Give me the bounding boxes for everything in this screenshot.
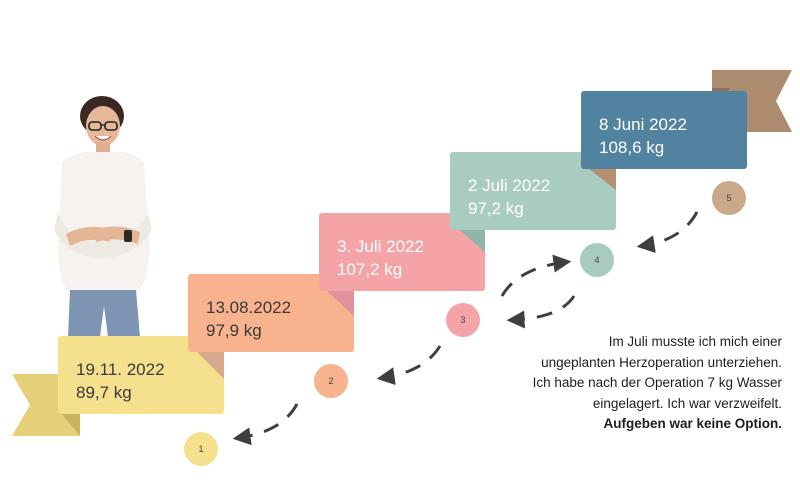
step-2-fold [326, 290, 354, 316]
step-4-weight: 97,2 kg [468, 199, 524, 218]
arrow-2-to-1 [232, 403, 299, 446]
caption-line-1: Im Juli musste ich mich einer [608, 334, 782, 349]
arrow-3-to-2 [376, 345, 442, 386]
step-3-weight: 107,2 kg [337, 260, 403, 279]
step-card-5: 8 Juni 2022 108,6 kg [581, 91, 747, 169]
left-ribbon-shade [60, 412, 80, 436]
step-1-date: 19.11. 2022 [76, 360, 165, 379]
caption-line-5: Aufgeben war keine Option. [603, 416, 782, 431]
step-3-date: 3. Juli 2022 [337, 237, 424, 256]
caption-line-2: ungeplanten Herzoperation unterziehen. [541, 354, 782, 370]
arrow-4-to-3 [506, 295, 576, 329]
step-2-weight: 97,9 kg [206, 321, 262, 340]
arrow-5-to-4 [636, 211, 699, 254]
step-circle-4: 4 [580, 243, 614, 277]
step-circle-3: 3 [446, 303, 480, 337]
step-5-date: 8 Juni 2022 [599, 115, 687, 134]
arrow-3-to-4 [500, 254, 572, 297]
person-illustration [54, 96, 152, 337]
step-2-date: 13.08.2022 [206, 298, 292, 317]
step-3-fold [457, 228, 485, 252]
caption-line-4: eingelagert. Ich war verzweifelt. [592, 395, 782, 411]
step-4-fold [588, 168, 616, 190]
caption-line-3: Ich habe nach der Operation 7 kg Wasser [532, 375, 782, 390]
step-1-weight: 89,7 kg [76, 383, 132, 402]
step-circle-1: 1 [184, 432, 218, 466]
story-caption: Im Juli musste ich mich einer ungeplante… [452, 332, 782, 435]
step-1-fold [196, 351, 224, 379]
step-circle-5: 5 [712, 181, 746, 215]
step-4-date: 2 Juli 2022 [468, 176, 551, 195]
step-5-weight: 108,6 kg [599, 138, 665, 157]
step-circle-2: 2 [314, 364, 348, 398]
